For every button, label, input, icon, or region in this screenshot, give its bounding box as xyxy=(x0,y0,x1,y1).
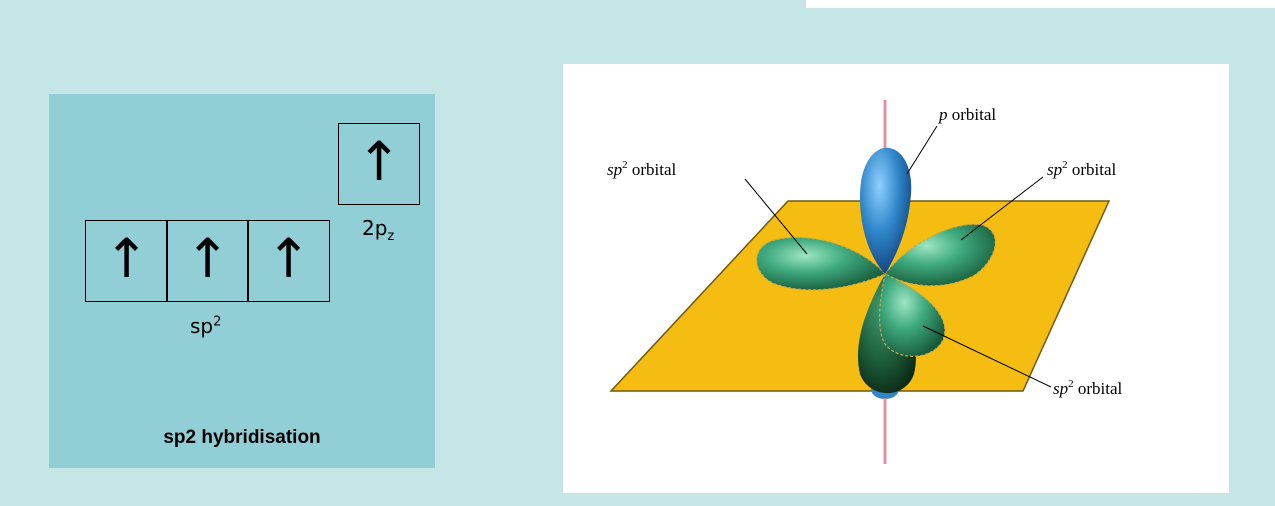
sp2-orbital-right-lobe xyxy=(884,223,996,287)
up-arrow-icon: ↑ xyxy=(103,227,150,290)
up-arrow-icon: ↑ xyxy=(265,227,312,290)
orbital-illustration: p orbital sp2 orbital sp2 orbital sp2 or… xyxy=(607,100,1123,464)
sp2-orbital-bottom-label: sp2 orbital xyxy=(1053,378,1123,398)
sp2-orbital-right-label: sp2 orbital xyxy=(1047,159,1117,179)
sp2-right-leader xyxy=(960,176,1044,241)
p-orbital-label: p orbital xyxy=(938,105,996,124)
sp2-label: sp2 xyxy=(190,314,222,338)
up-arrow-icon: ↑ xyxy=(184,227,231,290)
2pz-box: ↑ xyxy=(338,123,420,205)
panel-caption: sp2 hybridisation xyxy=(163,427,321,448)
top-white-strip xyxy=(806,0,1275,8)
sp2-left-leader xyxy=(744,178,808,255)
2pz-label: 2pz xyxy=(362,216,395,244)
sp2-orbital-diagram: p orbital sp2 orbital sp2 orbital sp2 or… xyxy=(563,64,1229,493)
sp2-box-2: ↑ xyxy=(166,220,249,302)
sp2-orbital-left-label: sp2 orbital xyxy=(607,159,677,179)
p-orbital-leader xyxy=(906,125,938,175)
sp2-orbital-left-lobe xyxy=(756,236,886,291)
sp2-orbital-front-lobe xyxy=(878,273,946,357)
sp2-box-3: ↑ xyxy=(247,220,330,302)
sp2-box-1: ↑ xyxy=(85,220,168,302)
up-arrow-icon: ↑ xyxy=(356,130,402,193)
sp2-bottom-leader xyxy=(922,325,1052,388)
sp2-hybridisation-panel: ↑ ↑ ↑ sp2 ↑ 2pz sp2 hybridisation xyxy=(49,94,435,468)
p-orbital-upper-lobe xyxy=(860,147,912,274)
